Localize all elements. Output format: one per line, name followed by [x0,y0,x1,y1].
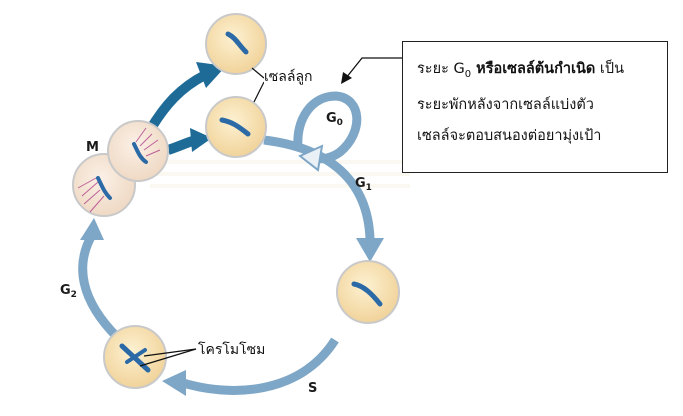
stage-label-s: S [308,381,317,396]
note-pointer [345,57,402,79]
g1-arrowhead [356,238,384,262]
g1-cell [336,260,400,324]
background-stripes [150,160,410,188]
division-arrowhead-right [190,128,212,152]
g0-note-box: ระยะ G0 หรือเซลล์ต้นกำเนิด เป็น ระยะพักห… [402,41,668,173]
chromosome-mark [96,176,112,200]
note-line-2: ระยะพักหลังจากเซลล์แบ่งตัว [417,96,594,113]
chromosome-label: โครโมโซม [198,339,266,361]
g2-arrowhead [80,218,104,240]
chromosome-mark [132,142,148,164]
daughter-pointer [251,67,265,79]
division-arrow-top [145,70,208,133]
cycle-arrow-main [263,135,375,251]
note-line-1: ระยะ G0 หรือเซลล์ต้นกำเนิด เป็น [417,61,624,80]
stage-label-g0: G0 [326,111,343,128]
stage-label-m: M [86,140,99,155]
cycle-arrow-g2 [78,232,122,342]
g0-arrowhead [298,144,324,172]
stage-label-g2: G2 [60,283,77,300]
g2-cell [103,325,167,389]
chromosome-pointer [143,348,197,357]
daughter-cells-label: เซลล์ลูก [264,66,313,88]
note-pointer-arrowhead [341,72,352,84]
note-line-3: เซลล์จะตอบสนองต่อยามุ่งเป้า [417,127,602,144]
spindle-fibers [77,127,161,213]
chromosome-mark [219,117,251,137]
chromosome-pointer [139,348,197,367]
daughter-cell-top [205,13,267,75]
chromosome-mark [225,31,249,55]
stage-label-g1: G1 [355,176,372,193]
chromosome-mark [125,348,147,364]
daughter-pointer [253,81,265,103]
daughter-cell-bottom [205,96,267,158]
cycle-arrow-s [178,337,339,395]
s-arrowhead [162,370,186,396]
mitosis-cell [72,120,169,217]
g0-loop-arrow [293,91,362,164]
chromosome-mark [351,281,383,307]
